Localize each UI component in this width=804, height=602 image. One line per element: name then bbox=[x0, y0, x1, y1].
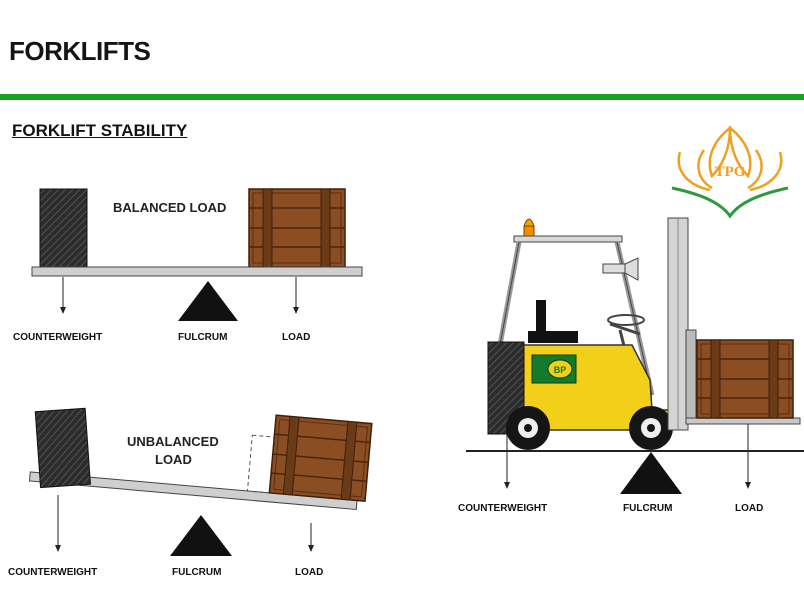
forks bbox=[685, 417, 801, 425]
unbalanced-counterweight-block bbox=[34, 407, 91, 489]
unbalanced-caption-line1: UNBALANCED bbox=[127, 434, 219, 449]
forklift-load-label: LOAD bbox=[735, 503, 763, 514]
tpg-logo: TPG bbox=[671, 125, 789, 219]
page-title: FORKLIFTS bbox=[9, 36, 151, 66]
unbalanced-diagram: UNBALANCED LOAD COUNTERWEIGHT FULCRUM LO… bbox=[8, 407, 373, 578]
overhead-guard bbox=[513, 235, 623, 243]
seat-back bbox=[536, 300, 546, 334]
balanced-load-crate bbox=[248, 188, 346, 268]
unbalanced-load-label: LOAD bbox=[295, 567, 323, 578]
section-title: FORKLIFT STABILITY bbox=[12, 121, 188, 140]
warning-beacon bbox=[523, 225, 535, 237]
balanced-beam bbox=[31, 266, 363, 277]
seat bbox=[528, 331, 578, 343]
unbalanced-caption-line2: LOAD bbox=[155, 452, 192, 467]
unbalanced-counterweight-label: COUNTERWEIGHT bbox=[8, 567, 97, 578]
balanced-fulcrum-label: FULCRUM bbox=[178, 332, 227, 343]
forklift-counterweight-label: COUNTERWEIGHT bbox=[458, 503, 547, 514]
balanced-load-label: LOAD bbox=[282, 332, 310, 343]
header-divider bbox=[0, 94, 804, 100]
forklift-load-crate bbox=[696, 339, 794, 419]
unbalanced-beam bbox=[28, 471, 358, 511]
unbalanced-fulcrum-label: FULCRUM bbox=[172, 567, 221, 578]
balanced-counterweight-block bbox=[39, 188, 88, 269]
unbalanced-load-crate bbox=[268, 414, 373, 502]
balanced-fulcrum-triangle bbox=[178, 281, 238, 321]
forklift-diagram: BP COUNTERWEIGHT FULCRUM LOAD bbox=[458, 217, 804, 514]
forklift-fulcrum-triangle bbox=[620, 452, 682, 494]
logo-text: TPG bbox=[715, 164, 746, 180]
forklift-fulcrum-label: FULCRUM bbox=[623, 503, 672, 514]
unbalanced-fulcrum-triangle bbox=[170, 515, 232, 556]
balanced-diagram: BALANCED LOAD COUNTERWEIGHT FULCRUM LOAD bbox=[13, 188, 363, 343]
bp-badge-text: BP bbox=[554, 365, 567, 375]
balanced-counterweight-label: COUNTERWEIGHT bbox=[13, 332, 102, 343]
fork-carriage bbox=[685, 329, 697, 423]
balanced-caption: BALANCED LOAD bbox=[113, 200, 226, 215]
